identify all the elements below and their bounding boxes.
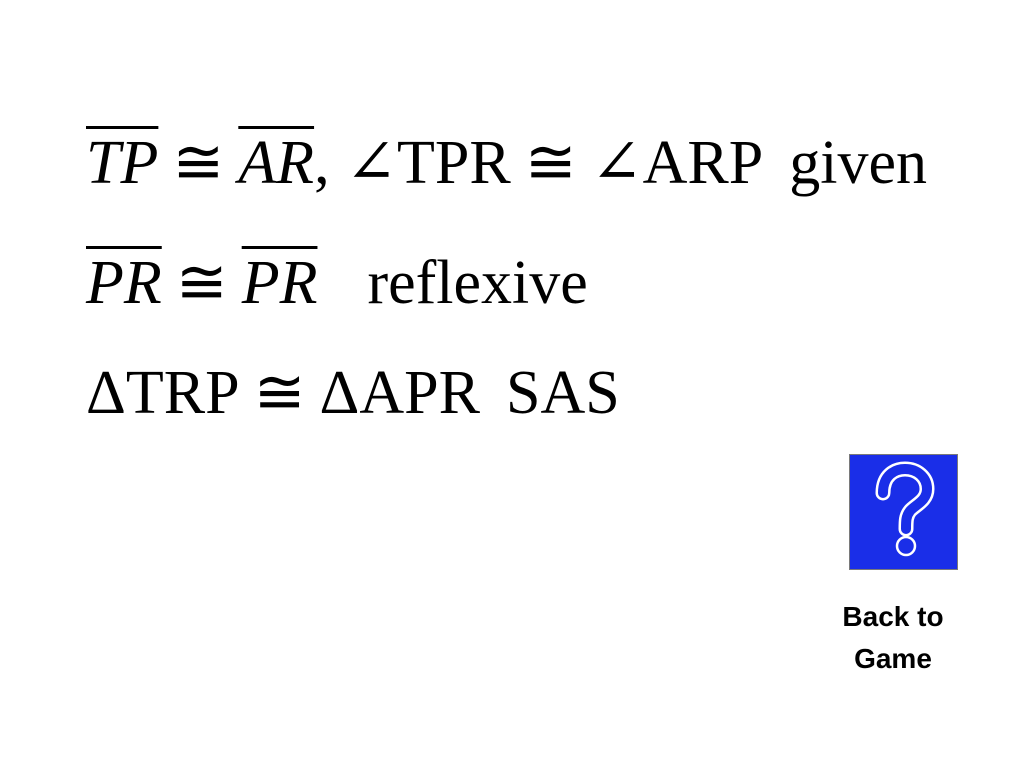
- triangle-apr: ΔAPR: [319, 359, 481, 427]
- segment-pr: PR: [241, 249, 318, 317]
- proof-statement-sas: ΔTRP≅ΔAPR SAS: [86, 362, 620, 424]
- segment-pr: PR: [86, 249, 162, 317]
- congruent-symbol: ≅: [253, 359, 306, 427]
- reason-reflexive: reflexive: [367, 249, 588, 317]
- comma: ,: [314, 129, 330, 197]
- angle-tpr: ∠TPR: [345, 129, 511, 197]
- back-to-game-line1: Back to: [842, 601, 944, 632]
- segment-ar: AR: [238, 129, 315, 197]
- segment-tp: TP: [86, 129, 159, 197]
- congruent-symbol: ≅: [172, 129, 225, 197]
- reason-given: given: [789, 129, 927, 197]
- angle-arp: ∠ARP: [590, 129, 764, 197]
- reason-sas: SAS: [506, 359, 620, 427]
- back-to-game-line2: Game: [854, 643, 932, 674]
- back-to-game-link[interactable]: Back to Game: [813, 596, 973, 680]
- question-button[interactable]: [849, 454, 958, 570]
- congruent-symbol: ≅: [524, 129, 577, 197]
- triangle-trp: ΔTRP: [86, 359, 240, 427]
- question-mark-icon: [875, 461, 935, 557]
- proof-statement-reflexive: PR≅PR reflexive: [86, 252, 588, 314]
- congruent-symbol: ≅: [175, 249, 228, 317]
